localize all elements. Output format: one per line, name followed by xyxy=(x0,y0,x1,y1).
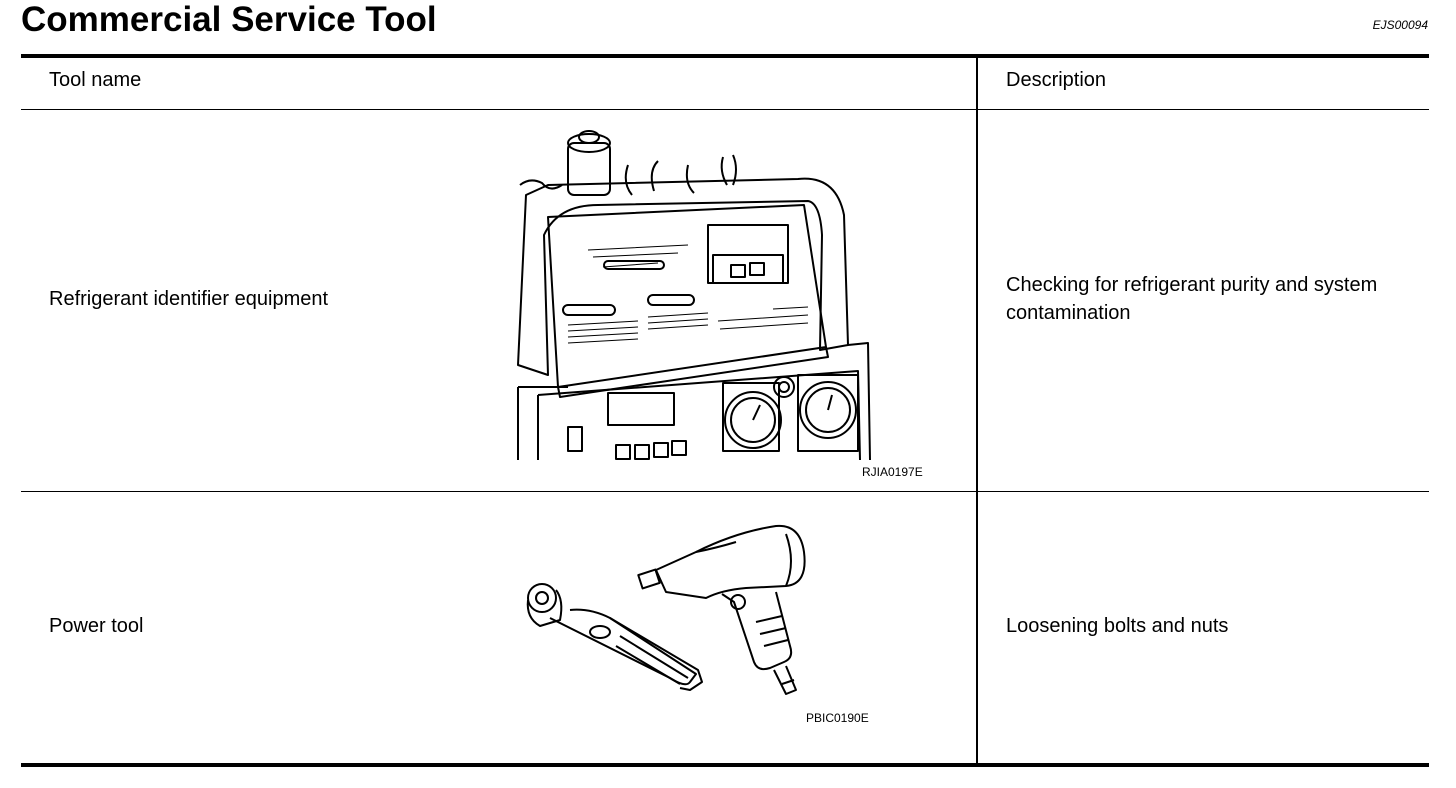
table-top-rule xyxy=(21,54,1429,58)
header-divider xyxy=(21,109,1429,110)
column-header-tool-name: Tool name xyxy=(49,69,142,91)
section-code: EJS00094 xyxy=(1372,18,1428,32)
table-bottom-rule xyxy=(21,763,1429,767)
column-header-description: Description xyxy=(1006,69,1107,91)
ratchet-wrench-illustration xyxy=(520,570,710,700)
impact-wrench-illustration xyxy=(636,522,816,702)
row-divider xyxy=(21,491,1429,492)
page-title: Commercial Service Tool xyxy=(21,0,437,39)
figure-code-label: PBIC0190E xyxy=(806,711,869,725)
tool-name-cell: Power tool xyxy=(49,615,144,637)
tool-name-cell: Refrigerant identifier equipment xyxy=(49,288,329,310)
figure-code-label: RJIA0197E xyxy=(862,465,923,479)
column-divider xyxy=(976,58,978,763)
refrigerant-identifier-illustration xyxy=(508,125,883,460)
description-cell: Loosening bolts and nuts xyxy=(1006,615,1229,637)
description-cell: Checking for refrigerant purity and syst… xyxy=(1006,274,1378,324)
